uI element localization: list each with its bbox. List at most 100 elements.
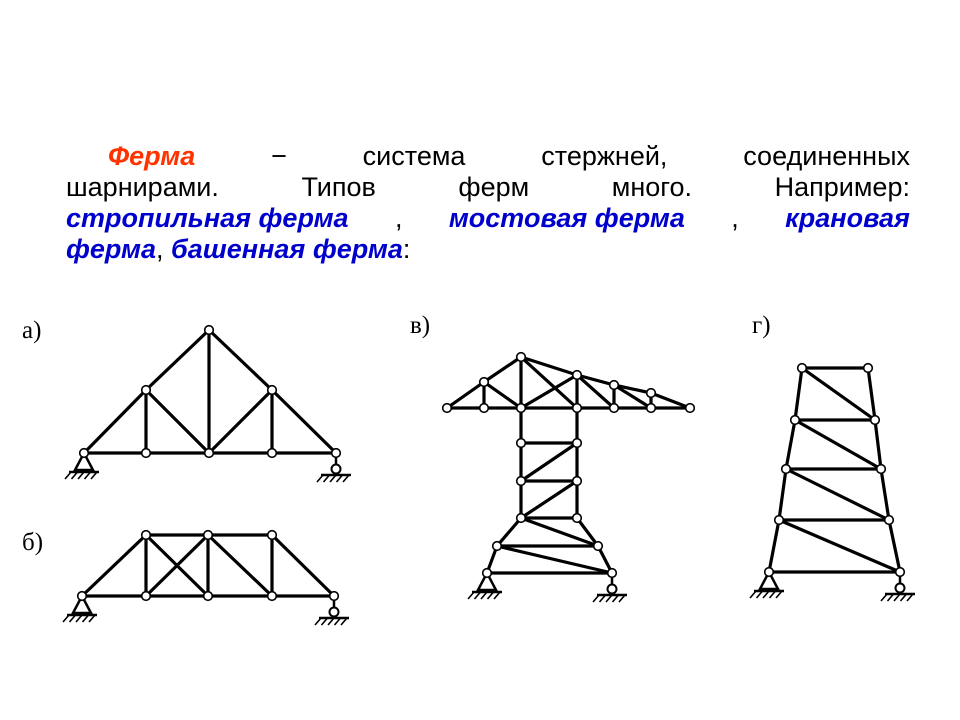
hinge-joint [266,590,278,602]
truss-member [519,355,579,410]
ground-hatch [70,471,79,480]
hinge-joint [328,590,340,602]
hinge-joint [883,514,895,526]
ground-hatch [327,617,335,626]
hinge-joint [491,540,503,552]
truss-member [482,380,523,410]
term-rafter-truss: стропильная ферма [66,203,349,233]
ground-hatch [335,474,344,483]
hinge-joint [202,529,214,541]
hinge-joint [478,376,490,388]
hinge-joint [515,475,527,487]
label-g: г) [752,312,771,339]
hinge-joint [773,514,785,526]
ground-hatch [749,590,757,599]
comma: , [394,203,403,233]
truss-member [866,366,877,422]
ground-hatch [340,617,348,626]
truss-member [519,441,579,483]
hinge-joint [862,362,874,374]
truss-member [519,355,579,377]
ground-hatch [77,471,85,480]
hinge-joint [608,379,620,391]
hinge-joint [606,567,618,579]
ground-hatch [333,617,342,626]
ground-hatch [320,617,329,626]
dash: − [271,141,287,171]
truss-member [144,533,210,598]
ground-hatch [314,617,322,626]
rafter-truss [64,324,351,483]
ground-hatch [342,474,350,483]
hinge-joint [796,362,808,374]
truss-member [793,366,804,422]
label-a: а) [22,317,41,344]
word: Например: [774,172,910,202]
word: шарнирами. [66,172,219,202]
pin-support-icon [70,593,94,615]
ground-hatch [493,591,501,600]
roller-support-icon [606,583,618,595]
hinge-joint [571,475,583,487]
truss-member [612,383,653,410]
ground-hatch [611,594,620,603]
truss-member [575,373,616,410]
ground-hatch [473,591,482,600]
truss-member [519,479,579,520]
pin-support-icon [475,570,499,592]
hinge-joint [78,447,90,459]
ground-hatch [467,591,475,600]
ground-hatch [88,614,96,623]
hinge-joint [203,447,215,459]
truss-member [270,533,336,598]
term-truss: Ферма [108,141,196,171]
hinge-joint [266,529,278,541]
truss-member [144,388,211,455]
ground-hatch [886,593,895,602]
word: ферм [458,172,530,202]
word: много. [611,172,693,202]
hinge-joint [763,566,775,578]
hinge-joint [869,414,881,426]
hinge-joint [608,402,620,414]
truss-member [784,467,891,522]
truss-member [887,518,902,574]
truss-member [612,383,653,395]
hinge-joint [441,402,453,414]
ground-hatch [768,590,777,599]
ground-hatch [598,594,607,603]
truss-member [793,418,883,471]
hinge-joint [478,402,490,414]
definition-text: Ферма − система стержней, соединенных ша… [66,141,910,265]
word: система [362,141,466,171]
hinge-joint [789,414,801,426]
truss-member [777,518,902,574]
hinge-joint [266,447,278,459]
label-b: б) [22,529,43,556]
truss-member [270,388,338,455]
hinge-joint [645,402,657,414]
truss-member [207,388,274,455]
ground-hatch [64,471,72,480]
truss-member [206,533,274,598]
truss-member [784,418,797,471]
truss-member [649,391,692,410]
text-line-1: Ферма − система стержней, соединенных [66,141,910,172]
hinge-joint [515,402,527,414]
hinge-joint [481,567,493,579]
hinge-joint [140,529,152,541]
comma: , [731,203,739,233]
truss-member [144,328,211,392]
term-bridge-truss: мостовая ферма [448,203,685,233]
truss-member [873,418,883,471]
ground-hatch [486,591,495,600]
truss-member [80,533,148,598]
hinge-joint [515,437,527,449]
truss-member [482,355,523,384]
text-line-2: шарнирами. Типов ферм много. Например: [66,172,910,203]
ground-hatch [880,593,888,602]
hinge-joint [76,590,88,602]
tower-truss [749,362,915,602]
roller-support-icon [328,606,340,618]
